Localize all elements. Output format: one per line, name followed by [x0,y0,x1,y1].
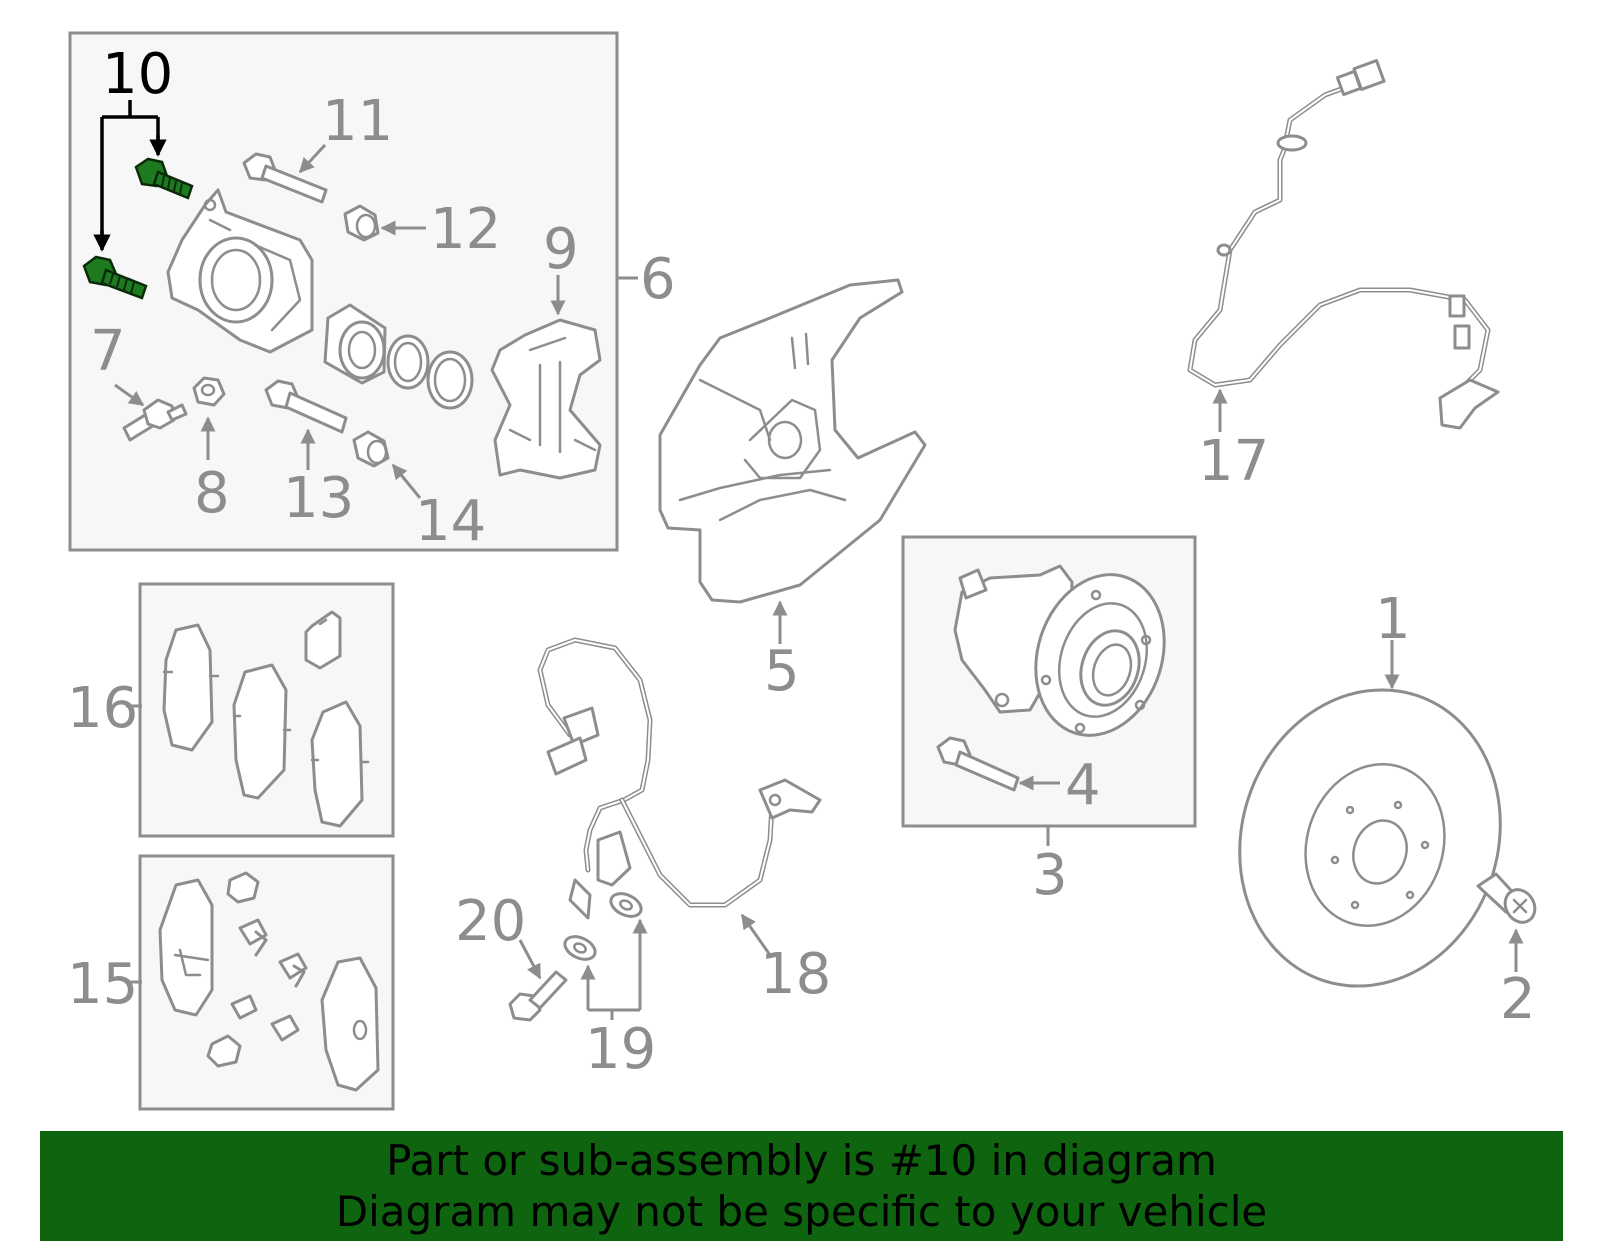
banner-line-1: Part or sub-assembly is #10 in diagram [386,1136,1217,1185]
guide-pin-13[interactable] [264,379,348,434]
callout-10: 10 [102,42,173,107]
callout-18: 18 [760,942,831,1007]
bolt-20[interactable] [508,970,568,1022]
boot-14[interactable] [352,430,390,468]
callout-2: 2 [1500,967,1536,1032]
callout-15: 15 [67,952,138,1017]
caliper-body[interactable] [166,188,314,354]
callout-20: 20 [455,889,526,954]
hub-bolt-4[interactable] [936,736,1020,792]
leader-10 [100,100,160,248]
callout-3: 3 [1032,843,1068,908]
callout-6: 6 [640,247,676,312]
callout-4: 4 [1065,753,1101,818]
callout-8: 8 [194,461,230,526]
dust-boot[interactable] [426,350,474,410]
brake-pad-15b[interactable] [320,956,380,1092]
brake-rotor-1[interactable] [1202,656,1538,1020]
abs-sensor-18[interactable] [537,637,822,920]
callout-1: 1 [1375,587,1411,652]
piston[interactable] [323,303,387,385]
banner-line-2: Diagram may not be specific to your vehi… [335,1187,1268,1236]
bolt-10-lower[interactable] [82,255,148,300]
hub-bearing-3[interactable] [953,558,1184,752]
brake-pad-16b[interactable] [232,663,292,800]
callout-9: 9 [543,217,579,282]
grommet-19b[interactable] [607,889,644,921]
info-banner: Part or sub-assembly is #10 in diagram D… [40,1131,1563,1241]
brake-pad-15a[interactable] [158,878,214,1017]
callout-17: 17 [1198,429,1269,494]
callout-13: 13 [283,466,354,531]
callout-16: 16 [67,676,138,741]
pad-clips-15[interactable] [206,871,308,1068]
hub-assembly-group: 4 [901,535,1197,828]
grommet-19a[interactable] [561,932,598,964]
callout-7: 7 [90,319,126,384]
bolt-10-upper[interactable] [134,157,194,200]
abs-sensor-harness-17[interactable] [1187,59,1500,430]
bleeder-cap-8[interactable] [192,376,226,407]
guide-pin-11[interactable] [242,152,328,204]
brake-pad-kit-16-group [138,582,395,838]
callout-11: 11 [322,89,393,154]
brake-pad-16c[interactable] [310,700,370,828]
caliper-assembly-group: 10 11 12 [68,31,619,554]
boot-12[interactable] [343,204,380,242]
dust-shield-5[interactable] [658,278,927,604]
caliper-bracket-9[interactable] [490,318,602,480]
callout-14: 14 [415,489,486,554]
pad-shim-16[interactable] [304,610,342,670]
rotor-screw-2[interactable] [1476,872,1541,928]
callout-5: 5 [764,639,800,704]
brake-pad-16a[interactable] [162,623,220,752]
callout-12: 12 [430,197,501,262]
brake-pad-kit-15-group [138,854,395,1111]
callout-19: 19 [585,1017,656,1082]
piston-seal[interactable] [386,334,430,390]
bleeder-screw-7[interactable] [122,398,188,442]
leader-19 [586,922,642,1020]
